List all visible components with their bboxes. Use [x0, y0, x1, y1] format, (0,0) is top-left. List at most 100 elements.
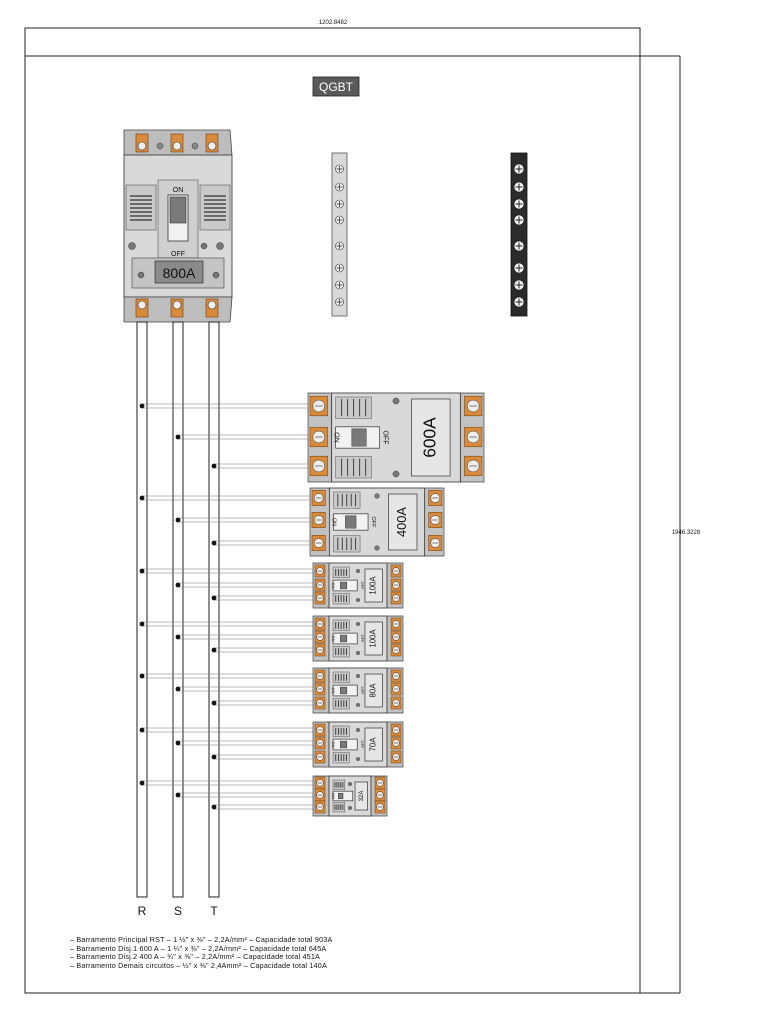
breaker-400a[interactable]: ON OFF 400A	[309, 487, 445, 557]
note-line: – Barramento Principal RST – 1 ½" x ⅜" –…	[70, 935, 333, 944]
terminal-screw-icon	[207, 300, 217, 310]
connection-dot	[211, 647, 217, 653]
connection-dot	[139, 403, 145, 409]
note-line: – Barramento Disj.2 400 A – ¾" x ⅜" – 2,…	[70, 952, 321, 962]
ground-screw-icon	[513, 296, 525, 308]
terminal-screw-icon	[392, 739, 400, 747]
terminal-screw-icon	[430, 515, 441, 525]
breaker-off-label: OFF	[370, 517, 376, 529]
connection-dot	[139, 621, 145, 627]
terminal-screw-icon	[316, 581, 324, 589]
terminal-screw-icon	[172, 300, 182, 310]
terminal-screw-icon	[430, 493, 441, 503]
terminal-screw-icon	[137, 141, 147, 151]
terminal-screw-icon	[172, 141, 182, 151]
breaker-toggle[interactable]	[345, 515, 357, 529]
terminal-screw-icon	[312, 459, 326, 473]
connection-dot	[211, 754, 217, 760]
connection-dot	[211, 540, 217, 546]
feeder-connections	[139, 403, 321, 810]
terminal-screw-icon	[313, 515, 324, 525]
breaker-toggle[interactable]	[340, 634, 348, 643]
connection-dot	[211, 463, 217, 469]
terminal-screw-icon	[392, 567, 400, 575]
note-line: – Barramento Demais circuitos – ½" x ⅜" …	[70, 960, 328, 970]
breaker-toggle[interactable]	[340, 686, 348, 695]
breaker-100a[interactable]: ON OFF 100A	[312, 562, 404, 609]
ground-screw-icon	[513, 163, 525, 175]
breaker-on-label: ON	[331, 583, 336, 589]
main-breaker-rating: 800A	[163, 265, 196, 281]
breaker-off-label: OFF	[360, 741, 365, 750]
main-breaker-800a[interactable]: ON OFF 800A	[123, 129, 233, 323]
breaker-rating: 400A	[394, 507, 409, 537]
busbar-notes: – Barramento Principal RST – 1 ½" x ⅜" –…	[70, 935, 530, 970]
breaker-32a[interactable]: ONOFF32A	[312, 775, 388, 817]
width-dimension-label: 1202.8482	[319, 20, 348, 26]
panel-title: QGBT	[319, 80, 354, 94]
terminal-screw-icon	[316, 699, 324, 707]
ground-bar	[510, 152, 528, 317]
height-dimension-label: 1946.3228	[672, 530, 701, 536]
terminal-screw-icon	[376, 791, 384, 799]
breaker-rating: 100A	[369, 629, 378, 648]
ground-screw-icon	[513, 240, 525, 252]
connection-dot	[211, 700, 217, 706]
breaker-toggle[interactable]	[340, 581, 348, 590]
breaker-on-label: ON	[331, 742, 336, 748]
terminal-screw-icon	[466, 399, 480, 413]
connection-dot	[211, 804, 217, 810]
neutral-bar-screws	[335, 164, 344, 307]
connection-dot	[139, 495, 145, 501]
terminal-screw-icon	[312, 430, 326, 444]
connection-dot	[139, 780, 145, 786]
neutral-bar	[331, 152, 348, 317]
connection-dot	[175, 740, 181, 746]
neutral-screw-icon	[335, 280, 344, 290]
terminal-screw-icon	[137, 300, 147, 310]
ground-screw-icon	[513, 262, 525, 274]
neutral-screw-icon	[335, 164, 344, 174]
neutral-screw-icon	[335, 215, 344, 225]
busbar-t	[208, 321, 220, 898]
note-line: – Barramento Disj.1 600 A – 1 ¼" x ⅜" – …	[70, 943, 327, 953]
breaker-toggle[interactable]	[338, 792, 344, 800]
terminal-screw-icon	[316, 633, 324, 641]
connection-dot	[139, 568, 145, 574]
ground-screw-icon	[513, 198, 525, 210]
ground-bar-screws	[513, 163, 525, 308]
phase-label-t: T	[210, 904, 218, 918]
connection-dot	[175, 517, 181, 523]
breaker-off-label: OFF	[360, 582, 365, 591]
terminal-screw-icon	[316, 753, 324, 761]
terminal-screw-icon	[316, 594, 324, 602]
breaker-off-label: OFF	[360, 687, 365, 696]
terminal-screw-icon	[316, 620, 324, 628]
busbar-s	[172, 321, 184, 898]
neutral-screw-icon	[335, 263, 344, 273]
terminal-screw-icon	[376, 779, 384, 787]
terminal-screw-icon	[316, 567, 324, 575]
breaker-rating: 100A	[369, 576, 378, 595]
connection-dot	[139, 673, 145, 679]
breaker-rating: 600A	[419, 417, 439, 458]
breaker-toggle[interactable]	[340, 740, 348, 749]
phase-label-r: R	[138, 904, 147, 918]
terminal-screw-icon	[316, 779, 324, 787]
terminal-screw-icon	[316, 739, 324, 747]
breaker-rating: 80A	[369, 683, 378, 698]
neutral-screw-icon	[335, 199, 344, 209]
busbars	[136, 321, 220, 898]
breaker-toggle[interactable]	[351, 428, 367, 447]
terminal-screw-icon	[392, 633, 400, 641]
breaker-rating: 32A	[359, 791, 365, 802]
main-breaker-toggle[interactable]	[169, 196, 187, 224]
terminal-screw-icon	[207, 141, 217, 151]
breaker-on-label: ON	[330, 518, 336, 526]
terminal-screw-icon	[466, 459, 480, 473]
connection-dot	[139, 727, 145, 733]
